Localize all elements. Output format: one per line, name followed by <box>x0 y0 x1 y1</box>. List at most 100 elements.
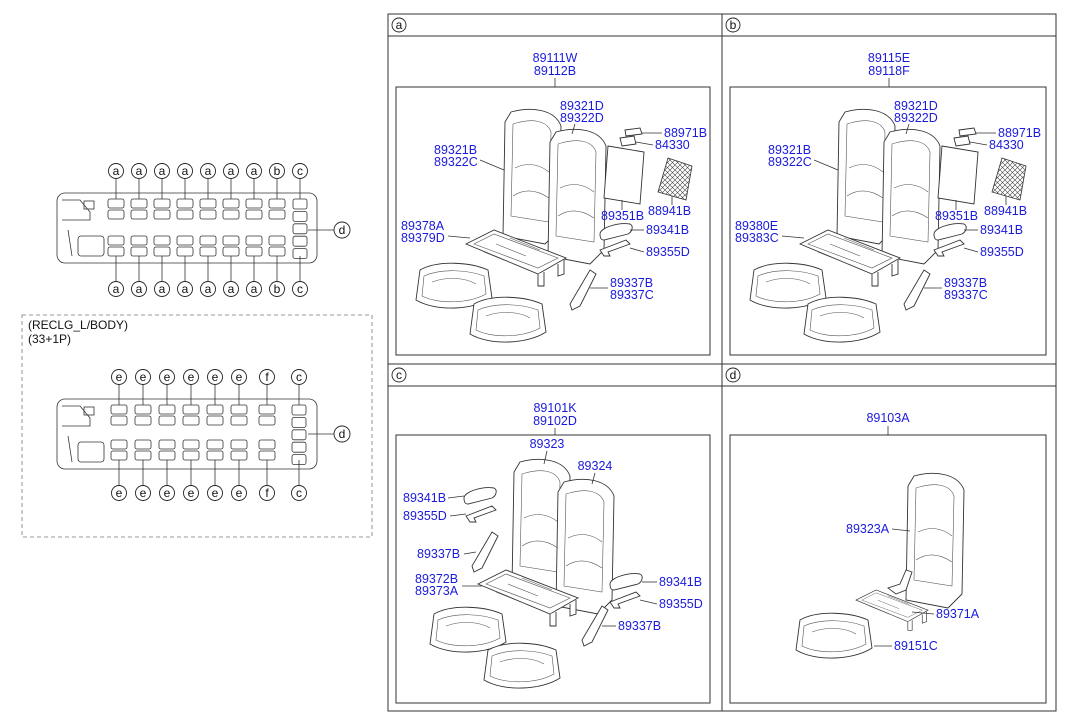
seat-icon <box>245 209 263 220</box>
seat-icon <box>291 441 307 453</box>
seat-icon <box>130 235 148 246</box>
part-number: 89341B <box>980 223 1023 237</box>
seat-icon <box>134 404 152 415</box>
seat-label: e <box>116 486 123 500</box>
seat-icon <box>292 198 308 210</box>
back-board <box>937 145 979 205</box>
part-number: 89355D <box>980 245 1024 259</box>
seat-label-circle <box>200 163 216 179</box>
seat-label-circle <box>183 485 199 501</box>
seat-cushion <box>803 296 881 343</box>
seat-label-circle <box>259 485 275 501</box>
seat-icon <box>176 246 194 257</box>
seat-icon <box>107 198 125 209</box>
seat-label-circle <box>111 369 127 385</box>
seat-icon <box>268 198 286 209</box>
panel-grid <box>387 13 1057 712</box>
seat-icon <box>110 450 128 461</box>
seat-label: a <box>159 282 166 296</box>
seat-label-circle <box>246 281 262 297</box>
side-label-d: d <box>339 427 346 441</box>
seat-icon <box>292 223 308 235</box>
seat-label-circle <box>223 163 239 179</box>
seat-icon <box>107 235 125 246</box>
seat-net <box>991 157 1027 201</box>
seat-label-circle <box>269 281 285 297</box>
seat-label-circle <box>223 281 239 297</box>
seat-icon <box>206 439 224 450</box>
seat-icon <box>199 246 217 257</box>
assembly-number: 89118F <box>868 64 910 78</box>
panel-tag: c <box>396 368 402 382</box>
seat-label: e <box>212 370 219 384</box>
seat-label: a <box>136 164 143 178</box>
part-number: 89351B <box>935 209 978 223</box>
seat-net <box>657 157 693 201</box>
bus-seats <box>110 404 307 466</box>
seat-icon <box>230 404 248 415</box>
seat-label: c <box>297 164 303 178</box>
seat-label: e <box>236 370 243 384</box>
seat-label-circle <box>131 163 147 179</box>
seat-icon <box>134 415 152 426</box>
pad <box>619 135 637 147</box>
part-number: 89322C <box>434 155 478 169</box>
seat-icon <box>199 235 217 246</box>
part-number: 84330 <box>655 138 690 152</box>
seat-icon <box>182 439 200 450</box>
part-number: 89321B <box>434 143 477 157</box>
part-number: 89341B <box>659 575 702 589</box>
seat-icon <box>292 210 308 222</box>
seat-label: e <box>140 370 147 384</box>
seat-label: e <box>236 486 243 500</box>
layout-subtitle: (33+1P) <box>28 332 71 346</box>
seat-icon <box>268 235 286 246</box>
part-number: 89324 <box>578 459 613 473</box>
seat-back-right <box>547 128 607 265</box>
seat-label-circle <box>135 369 151 385</box>
seat-icon <box>158 439 176 450</box>
part-number: 89322D <box>560 111 604 125</box>
panel-a: a 89111W 89112B 89321D 89322D 89321B 893… <box>391 17 711 356</box>
part-number: 89351B <box>601 209 644 223</box>
panel-tag: a <box>396 18 403 32</box>
seat-back-right <box>881 128 941 265</box>
seat-label: a <box>182 164 189 178</box>
seat-label-circle <box>269 163 285 179</box>
seat-icon <box>182 404 200 415</box>
bus-seats <box>107 198 308 260</box>
seat-icon <box>158 450 176 461</box>
seat-icon <box>134 439 152 450</box>
seat-label-circle <box>177 163 193 179</box>
seat-label-circle <box>231 369 247 385</box>
seat-icon <box>176 198 194 209</box>
part-number: 89321D <box>894 99 938 113</box>
part-number: 89337C <box>944 288 988 302</box>
seat-label-circle <box>154 281 170 297</box>
seat-label: a <box>228 282 235 296</box>
assembly-number: 89101K <box>533 401 577 415</box>
seat-label: c <box>297 282 303 296</box>
part-number: 89373A <box>415 584 459 598</box>
seat-label: c <box>296 486 302 500</box>
back-board <box>603 145 645 205</box>
part-number: 89379D <box>401 231 445 245</box>
part-number: 89337B <box>417 547 460 561</box>
seat-label-circle <box>108 281 124 297</box>
seat-label: a <box>205 164 212 178</box>
part-number: 89337B <box>610 276 653 290</box>
seat-cushion <box>429 606 507 653</box>
bus-body-outline <box>56 192 318 264</box>
part-number: 89323 <box>530 437 565 451</box>
armrest-cover <box>465 505 497 523</box>
seat-icon <box>258 415 276 426</box>
seat-label-circle <box>111 485 127 501</box>
seat-label-circle <box>159 485 175 501</box>
armrest-cover <box>609 591 641 609</box>
seat-icon <box>206 450 224 461</box>
